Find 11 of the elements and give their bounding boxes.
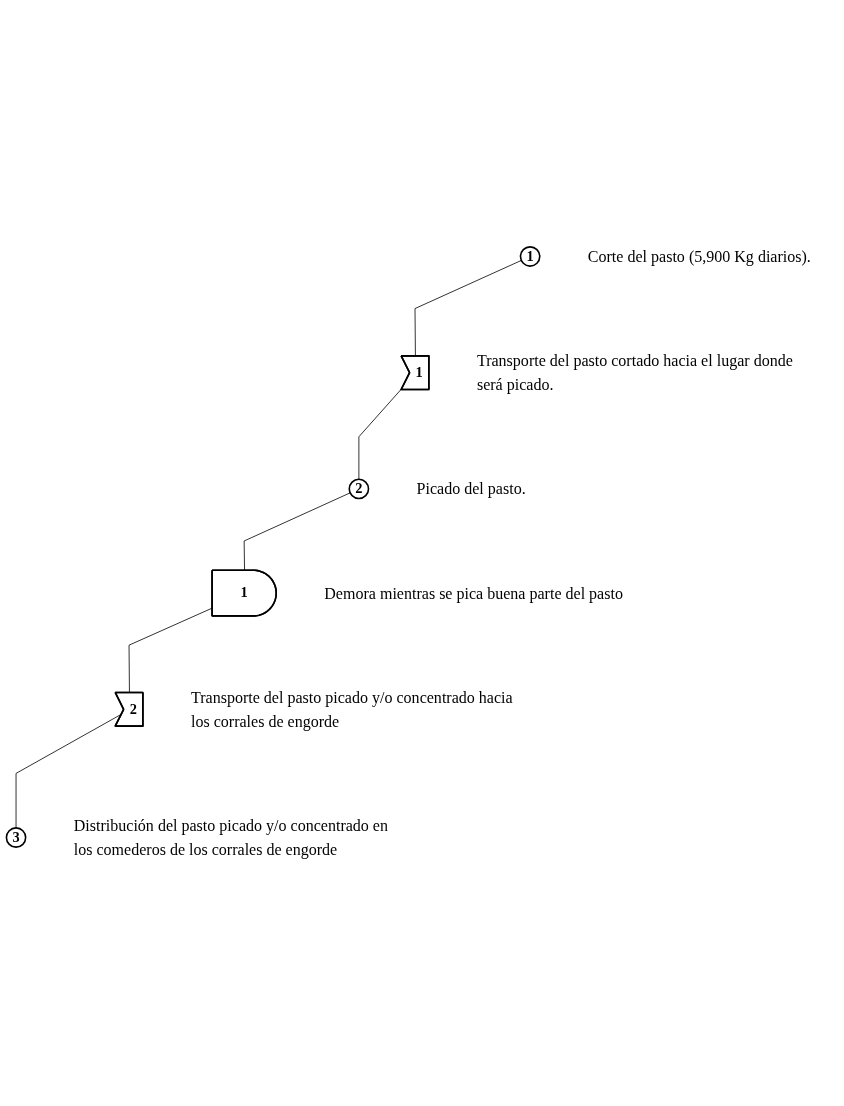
- node-circle: 3: [5, 827, 27, 848]
- node-label: Transporte del pasto cortado hacia el lugar donde será picado.: [476, 351, 793, 394]
- node-circle: 2: [348, 478, 370, 500]
- node-label: Corte del pasto (5,900 Kg diarios).: [587, 247, 811, 266]
- node-label: Demora mientras se pica buena parte del pasto: [324, 584, 623, 602]
- connector: [358, 387, 404, 480]
- node-label: Picado del pasto.: [416, 480, 526, 498]
- node-label: Transporte del pasto picado y/o concentrado hacia los corrales de engorde: [190, 688, 513, 731]
- node-label: Distribución del pasto picado y/o concentrado en los comederos de los corrales de engorde: [73, 816, 388, 859]
- node-circle: 1: [519, 246, 541, 267]
- connector: [243, 492, 351, 572]
